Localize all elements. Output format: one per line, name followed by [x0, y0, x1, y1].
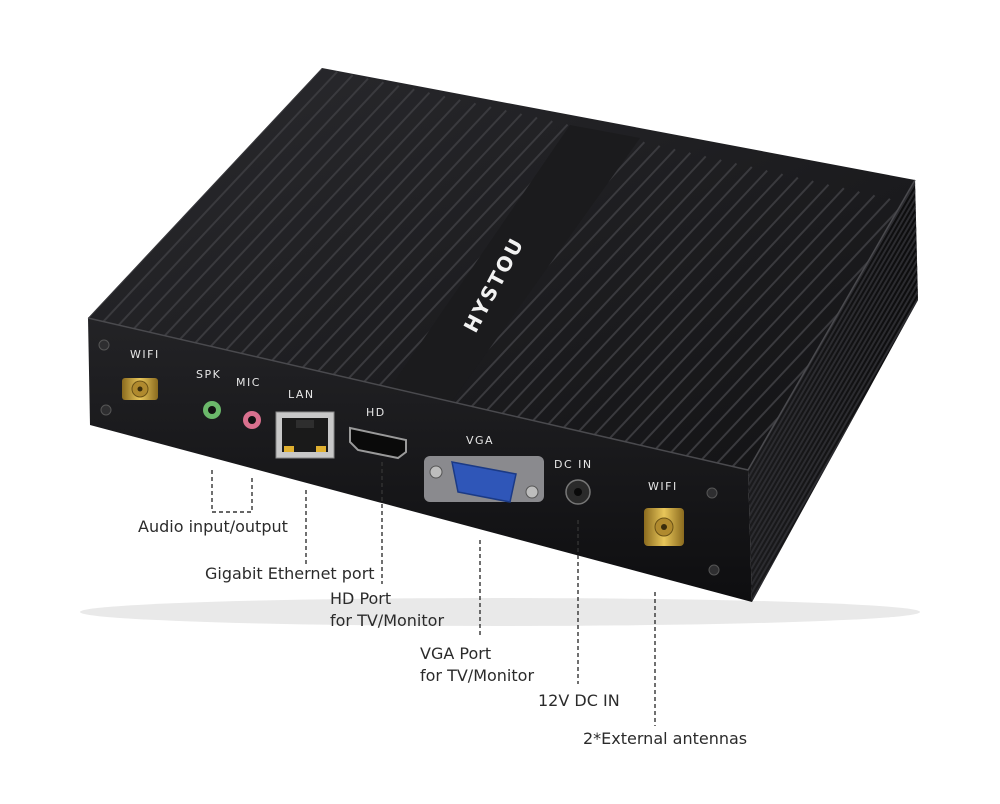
callout-antennas: 2*External antennas: [583, 729, 748, 748]
heatsink-fin: [750, 292, 918, 586]
heatsink-fin: [286, 113, 523, 365]
label-spk: SPK: [196, 368, 221, 381]
front-panel: [88, 318, 752, 602]
heatsink-fin: [609, 187, 845, 439]
callout-vga: VGA Port for TV/Monitor: [420, 643, 534, 687]
label-mic: MIC: [236, 376, 261, 389]
heatsink-fin: [748, 185, 918, 479]
hd-port-icon: [349, 426, 407, 460]
wifi-connector-left-icon: [122, 378, 158, 400]
callout-ethernet: Gigabit Ethernet port: [205, 564, 375, 583]
heatsink-fin: [749, 238, 918, 532]
heatsink-fin: [748, 192, 918, 486]
heatsink-fin: [532, 169, 768, 422]
heatsink-fin: [749, 261, 918, 555]
heatsink-fin: [624, 191, 860, 443]
callout-hd-line1: HD Port: [330, 589, 392, 608]
heatsink-fin: [256, 106, 492, 358]
label-hd: HD: [366, 406, 386, 419]
screw-icon: [708, 564, 720, 576]
heatsink-fin: [455, 152, 692, 404]
speaker-jack-icon: [203, 401, 221, 419]
lan-port-icon: [275, 411, 335, 459]
heatsink-fin: [302, 116, 538, 369]
label-vga: VGA: [466, 434, 494, 447]
label-lan: LAN: [288, 388, 315, 401]
screw-icon: [706, 487, 718, 499]
heatsink-fin: [748, 200, 918, 494]
mic-jack-icon: [243, 411, 261, 429]
heatsink-fin: [750, 276, 918, 570]
leader-lines: [211, 462, 656, 726]
heatsink-fin: [749, 269, 918, 563]
heatsink-fin: [470, 155, 707, 408]
callout-vga-line1: VGA Port: [420, 644, 492, 663]
label-wifi-right: WIFI: [648, 480, 678, 493]
heatsink-fin: [148, 81, 385, 333]
heatsink-fin: [749, 253, 918, 547]
heatsink-fin: [593, 183, 830, 436]
heatsink-fin: [225, 99, 461, 351]
heatsink-fin: [748, 215, 918, 509]
heatsink-fin: [133, 77, 369, 330]
heatsink-fin: [517, 166, 753, 418]
heatsink-fin: [486, 159, 722, 411]
heatsink-fin: [639, 194, 876, 446]
heatsink-fin: [655, 198, 891, 450]
heatsink-fin: [210, 95, 446, 347]
heatsink-fin: [578, 180, 814, 432]
front-edge-highlight: [87, 179, 916, 471]
heatsink-fin: [670, 201, 906, 454]
heatsink-fin: [501, 162, 738, 415]
screw-icon: [98, 339, 110, 351]
heatsink-fin: [563, 176, 799, 429]
heatsink-fin: [750, 284, 918, 578]
vga-port-icon: [424, 456, 544, 503]
brand-stripe: [390, 125, 640, 404]
chassis-side: [748, 180, 918, 602]
heatsink-fin: [102, 70, 339, 323]
callout-audio: Audio input/output: [138, 517, 288, 536]
heatsink-fin: [332, 123, 569, 376]
heatsink-fin: [164, 84, 400, 337]
device-shadow: [80, 598, 920, 626]
callout-hd-line2: for TV/Monitor: [330, 611, 445, 630]
label-wifi-left: WIFI: [130, 348, 160, 361]
heatsink-fin: [194, 92, 431, 344]
callout-hd: HD Port for TV/Monitor: [330, 588, 444, 632]
callout-vga-line2: for TV/Monitor: [420, 666, 535, 685]
heatsink-fin: [271, 109, 507, 362]
screw-icon: [100, 404, 112, 416]
heatsink-fin: [748, 208, 918, 502]
heatsink-fin: [749, 246, 918, 540]
heatsink-fin: [748, 231, 918, 525]
heatsink-fin: [317, 120, 553, 372]
callout-dc: 12V DC IN: [538, 691, 620, 710]
heatsink-fin: [547, 173, 784, 425]
heatsink-fin: [117, 74, 354, 326]
dc-in-port-icon: [565, 479, 591, 505]
heatsink-fin: [748, 223, 918, 517]
heatsink-fin: [240, 102, 477, 355]
label-dc-in: DC IN: [554, 458, 593, 471]
heatsink-fin: [179, 88, 415, 340]
wifi-connector-right-icon: [644, 508, 684, 546]
